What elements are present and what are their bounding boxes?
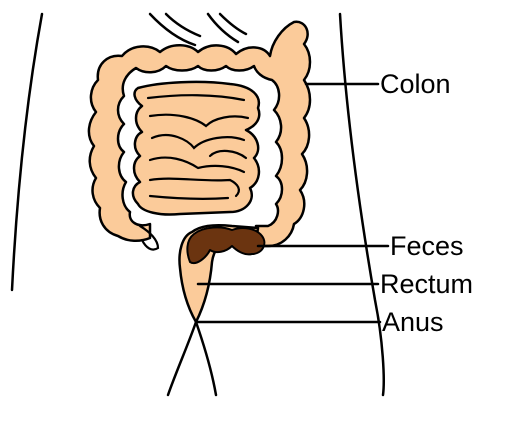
feces-label: Feces — [390, 231, 464, 261]
colon — [87, 20, 312, 248]
feces-mass — [186, 226, 266, 264]
rectum-label: Rectum — [380, 269, 473, 299]
upper-tube — [148, 12, 248, 47]
anus-label: Anus — [382, 307, 444, 337]
leg-left-contour — [166, 320, 198, 397]
intestine-folds — [138, 94, 250, 251]
body-left-contour — [10, 12, 44, 292]
colon-label: Colon — [380, 69, 451, 99]
leg-right-contour — [194, 320, 218, 397]
leader-lines — [194, 82, 390, 324]
small-intestine — [131, 80, 261, 216]
body-outline — [10, 12, 385, 397]
body-right-contour — [338, 12, 385, 397]
